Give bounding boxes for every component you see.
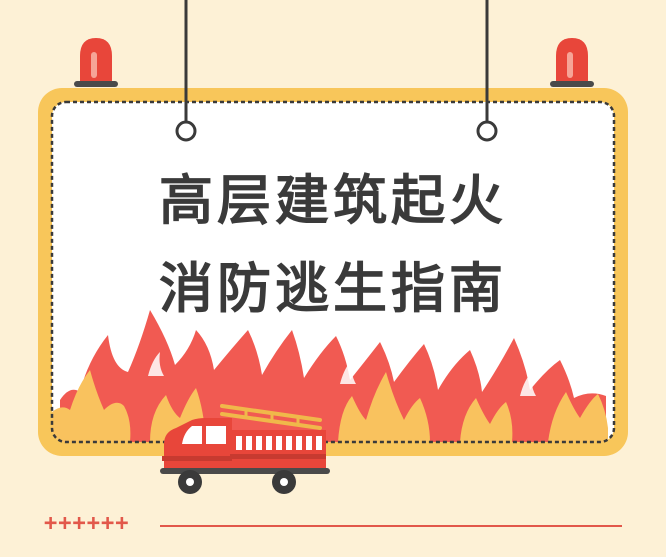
fire-truck-icon <box>160 404 330 494</box>
plus-decoration: ++++++ <box>44 511 130 536</box>
flame-icon <box>52 310 608 442</box>
alarm-light-icon <box>550 38 594 87</box>
hanging-ring <box>476 120 498 142</box>
alarm-light-icon <box>74 38 118 87</box>
hanging-ring <box>175 120 197 142</box>
dashed-border <box>50 100 616 444</box>
title-line-1: 高层建筑起火 <box>159 169 507 232</box>
title-line-2: 消防逃生指南 <box>159 257 507 320</box>
